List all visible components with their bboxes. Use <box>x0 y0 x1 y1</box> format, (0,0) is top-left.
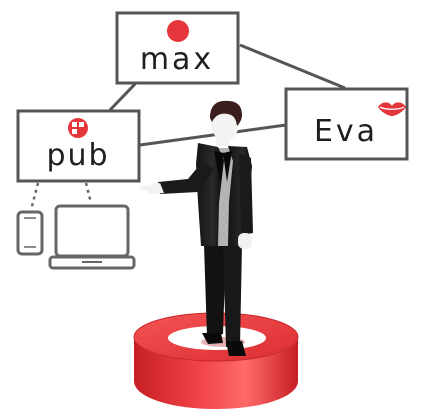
laptop-icon <box>48 204 136 270</box>
link-max-pub <box>108 81 138 112</box>
businessman-figure <box>140 100 253 356</box>
max-box-label: max <box>140 42 214 77</box>
max-box: max <box>115 11 240 85</box>
phone-icon <box>16 210 44 256</box>
pub-logo-grid-icon <box>68 118 88 138</box>
connection-lines <box>29 43 346 211</box>
link-max-eva <box>239 43 346 90</box>
link-pub-laptop <box>84 182 93 204</box>
pub-box-label: pub <box>46 138 109 173</box>
link-pub-phone <box>29 182 40 211</box>
max-logo-dot-icon <box>167 20 189 42</box>
eva-box-label: Eva <box>314 114 378 149</box>
pub-box: pub <box>16 109 141 183</box>
eva-box: Eva <box>284 87 409 161</box>
link-pub-eva <box>139 123 287 147</box>
